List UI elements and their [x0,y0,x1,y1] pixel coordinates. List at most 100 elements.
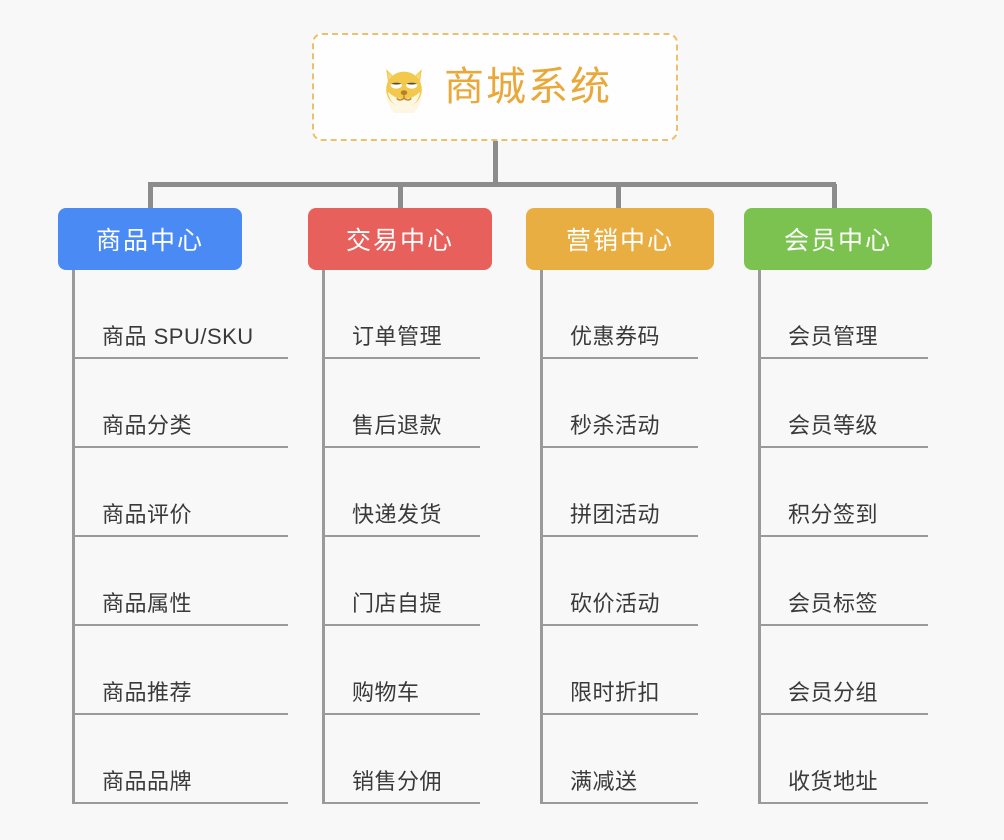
list-item[interactable]: 会员标签 [758,537,932,626]
list-item[interactable]: 拼团活动 [540,448,714,537]
item-label: 拼团活动 [570,501,661,527]
item-list: 会员管理 会员等级 积分签到 会员标签 会员分组 收货地址 [744,270,932,804]
category-box-marketing-center[interactable]: 营销中心 [526,208,714,270]
branch-trunk-line [540,270,543,804]
item-label: 快递发货 [352,501,443,527]
item-underline [72,624,288,626]
item-underline [322,446,480,448]
item-underline [758,535,928,537]
category-label: 会员中心 [783,227,892,255]
item-underline [540,624,698,626]
branch-column-product-center: 商品中心 商品 SPU/SKU 商品分类 商品评价 商品属性 商品推荐 [58,208,288,804]
branch-trunk-line [72,270,75,804]
item-underline [322,713,480,715]
item-underline [758,357,928,359]
branch-column-marketing-center: 营销中心 优惠券码 秒杀活动 拼团活动 砍价活动 限时折扣 [526,208,714,804]
item-underline [540,446,698,448]
list-item[interactable]: 会员等级 [758,359,932,448]
item-label: 积分签到 [788,501,879,527]
item-label: 会员管理 [788,323,879,349]
item-underline [72,535,288,537]
item-label: 收货地址 [788,768,879,794]
list-item[interactable]: 商品评价 [72,448,288,537]
item-label: 订单管理 [352,323,443,349]
item-underline [540,802,698,804]
category-box-member-center[interactable]: 会员中心 [744,208,932,270]
item-underline [540,357,698,359]
item-label: 会员等级 [788,412,879,438]
item-label: 优惠券码 [570,323,661,349]
item-list: 优惠券码 秒杀活动 拼团活动 砍价活动 限时折扣 满减送 [526,270,714,804]
list-item[interactable]: 优惠券码 [540,270,714,359]
item-underline [540,713,698,715]
list-item[interactable]: 售后退款 [322,359,492,448]
list-item[interactable]: 快递发货 [322,448,492,537]
item-underline [540,535,698,537]
list-item[interactable]: 秒杀活动 [540,359,714,448]
item-underline [72,357,288,359]
item-underline [758,624,928,626]
shiba-dog-face-icon [386,69,422,113]
item-label: 销售分佣 [352,768,443,794]
item-label: 会员标签 [788,590,879,616]
category-label: 交易中心 [345,227,454,255]
list-item[interactable]: 购物车 [322,626,492,715]
connector-root-stem [493,141,498,184]
item-underline [72,446,288,448]
item-label: 秒杀活动 [570,412,661,438]
item-underline [758,713,928,715]
list-item[interactable]: 会员管理 [758,270,932,359]
connector-drop-4 [832,184,837,210]
list-item[interactable]: 商品 SPU/SKU [72,270,288,359]
category-box-product-center[interactable]: 商品中心 [58,208,242,270]
branch-column-trade-center: 交易中心 订单管理 售后退款 快递发货 门店自提 购物车 [308,208,492,804]
connector-drop-2 [398,184,403,210]
list-item[interactable]: 商品推荐 [72,626,288,715]
item-underline [72,802,288,804]
item-underline [322,624,480,626]
item-label: 商品分类 [102,412,193,438]
item-label: 会员分组 [788,679,879,705]
item-underline [758,802,928,804]
item-list: 订单管理 售后退款 快递发货 门店自提 购物车 销售分佣 [308,270,492,804]
item-label: 商品品牌 [102,768,193,794]
list-item[interactable]: 销售分佣 [322,715,492,804]
item-underline [322,802,480,804]
list-item[interactable]: 砍价活动 [540,537,714,626]
branch-column-member-center: 会员中心 会员管理 会员等级 积分签到 会员标签 会员分组 [744,208,932,804]
item-label: 购物车 [352,679,420,705]
list-item[interactable]: 积分签到 [758,448,932,537]
list-item[interactable]: 满减送 [540,715,714,804]
item-underline [322,357,480,359]
item-label: 商品评价 [102,501,193,527]
list-item[interactable]: 订单管理 [322,270,492,359]
item-label: 商品 SPU/SKU [102,323,254,349]
branch-trunk-line [322,270,325,804]
item-label: 限时折扣 [570,679,661,705]
list-item[interactable]: 会员分组 [758,626,932,715]
list-item[interactable]: 限时折扣 [540,626,714,715]
list-item[interactable]: 商品品牌 [72,715,288,804]
item-label: 门店自提 [352,590,443,616]
item-underline [72,713,288,715]
category-label: 营销中心 [565,227,674,255]
list-item[interactable]: 门店自提 [322,537,492,626]
item-list: 商品 SPU/SKU 商品分类 商品评价 商品属性 商品推荐 商品品牌 [58,270,288,804]
item-label: 商品推荐 [102,679,193,705]
item-underline [758,446,928,448]
item-label: 商品属性 [102,590,193,616]
item-label: 售后退款 [352,412,443,438]
branch-trunk-line [758,270,761,804]
category-box-trade-center[interactable]: 交易中心 [308,208,492,270]
list-item[interactable]: 商品分类 [72,359,288,448]
root-title: 商城系统 [444,65,612,109]
connector-drop-3 [616,184,621,210]
root-node-mall-system[interactable]: 商城系统 [312,33,678,141]
item-label: 满减送 [570,768,638,794]
connector-horizontal-bus [148,182,836,187]
item-underline [322,535,480,537]
list-item[interactable]: 收货地址 [758,715,932,804]
list-item[interactable]: 商品属性 [72,537,288,626]
item-label: 砍价活动 [570,590,661,616]
